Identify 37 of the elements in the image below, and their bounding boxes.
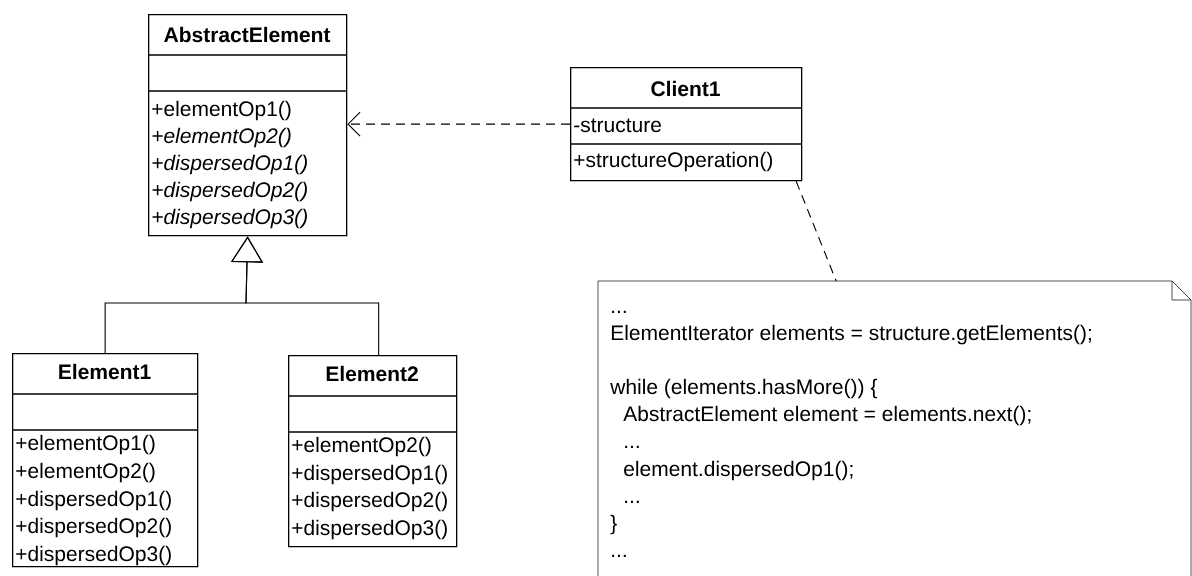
inheritance-arrow — [230, 236, 380, 356]
code-line: ElementIterator elements = structure.getElements(); — [611, 324, 1091, 345]
code-line: ... — [612, 554, 626, 557]
attribute: -structure — [574, 118, 661, 133]
code-line: AbstractElement element = elements.next(); — [623, 405, 1031, 426]
operation: +elementOp1() — [152, 100, 291, 121]
code-line: } — [610, 514, 617, 535]
operation: +elementOp2() — [16, 462, 155, 483]
class-box — [11, 353, 199, 568]
note — [597, 280, 1192, 576]
operation: +dispersedOp1() — [16, 490, 171, 511]
class-box — [569, 67, 803, 182]
class-name: Client1 — [651, 80, 720, 97]
class-name: Element1 — [59, 363, 151, 380]
operation: +dispersedOp2() — [152, 181, 307, 202]
class-name: AbstractElement — [164, 26, 331, 43]
code-line: ... — [625, 500, 639, 503]
code-line: while (elements.hasMore()) { — [610, 378, 878, 399]
operation: +dispersedOp1() — [152, 154, 307, 175]
class-name: Element2 — [326, 365, 418, 382]
class-box — [147, 14, 348, 237]
operation: +dispersedOp1() — [292, 464, 447, 485]
operation: +dispersedOp2() — [16, 517, 171, 538]
dependency-arrow — [347, 111, 571, 137]
code-line: ... — [612, 310, 626, 313]
operation: +dispersedOp3() — [16, 545, 171, 566]
code-line: element.dispersedOp1(); — [624, 460, 853, 481]
operation: +elementOp2() — [152, 127, 291, 148]
operation: +elementOp2() — [292, 436, 431, 457]
code-line: ... — [625, 445, 639, 448]
operation: +dispersedOp3() — [292, 519, 447, 540]
operation: +elementOp1() — [16, 434, 155, 455]
operation: +structureOperation() — [574, 151, 773, 172]
operation: +dispersedOp3() — [152, 208, 307, 229]
operation: +dispersedOp2() — [292, 491, 447, 512]
note-link — [795, 180, 837, 282]
class-box — [287, 355, 458, 548]
